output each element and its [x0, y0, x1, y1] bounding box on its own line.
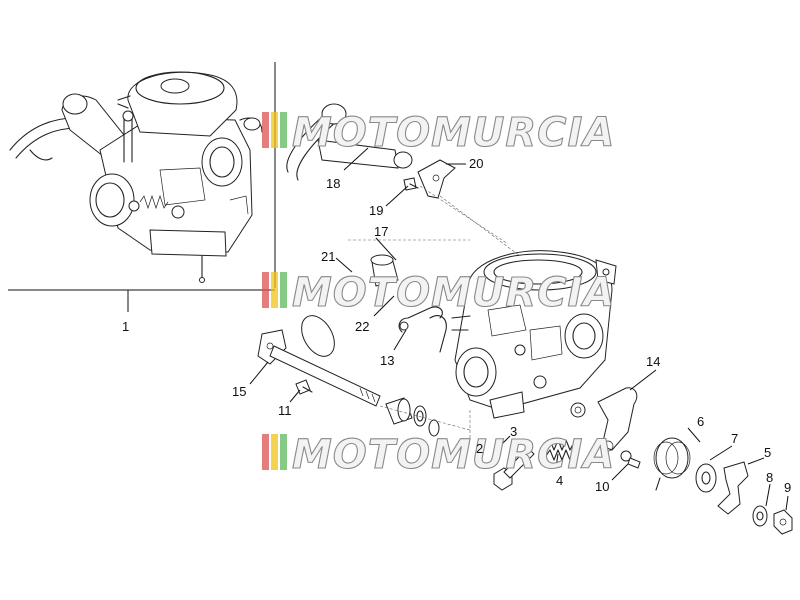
carburettor-assembly-drawing [9, 71, 263, 283]
callout-19: 19 [369, 203, 383, 218]
part-5-lever [717, 461, 749, 515]
callout-1: 1 [122, 319, 129, 334]
callout-14: 14 [646, 354, 660, 369]
watermark-bottom: MOTOMURCIA [262, 431, 615, 479]
callout-labels: 1 18 19 20 17 21 22 13 15 11 3 14 6 7 5 … [122, 156, 791, 495]
watermark-top: MOTOMURCIA [262, 109, 615, 157]
callout-8: 8 [766, 470, 773, 485]
part-6-return-spring [653, 437, 691, 491]
part-8-washer [752, 505, 768, 527]
assembly-axis-lines [348, 185, 521, 440]
part-9-nut [773, 509, 793, 535]
callout-15: 15 [232, 384, 246, 399]
part-3-bushing-washers [385, 397, 440, 437]
part-2-screw [493, 447, 535, 491]
carburettor-body-drawing [429, 250, 617, 419]
watermark-middle: MOTOMURCIA [262, 269, 615, 317]
part-13-clip [398, 306, 443, 333]
part-10-screw [620, 450, 641, 469]
callout-21: 21 [321, 249, 335, 264]
part-14-bracket [597, 387, 638, 452]
callout-17: 17 [374, 224, 388, 239]
watermark-text: MOTOMURCIA [292, 432, 615, 478]
leader-lines [249, 147, 789, 511]
callout-20: 20 [469, 156, 483, 171]
part-7-washer [695, 463, 717, 493]
part-15-throttle-shaft [257, 315, 381, 407]
callout-5: 5 [764, 445, 771, 460]
part-17-plug [370, 254, 399, 287]
part-18-hose [286, 103, 413, 181]
callout-18: 18 [326, 176, 340, 191]
part-4-spring [545, 439, 573, 461]
watermark-text: MOTOMURCIA [292, 270, 615, 316]
callout-2: 2 [476, 441, 483, 456]
callout-22: 22 [355, 319, 369, 334]
callout-7: 7 [731, 431, 738, 446]
part-20-clamp [417, 159, 456, 199]
callout-11: 11 [278, 403, 292, 418]
callout-4: 4 [556, 473, 563, 488]
callout-9: 9 [784, 480, 791, 495]
watermark-text: MOTOMURCIA [292, 110, 615, 156]
callout-10: 10 [595, 479, 609, 494]
callout-13: 13 [380, 353, 394, 368]
callout-6: 6 [697, 414, 704, 429]
assembly-frame [8, 62, 276, 312]
callout-3: 3 [510, 424, 517, 439]
